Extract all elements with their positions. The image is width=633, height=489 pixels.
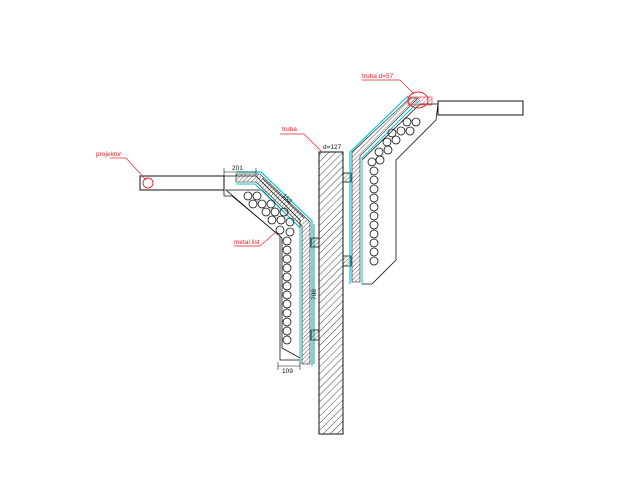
pipe-d57-callout-circle <box>407 91 429 109</box>
label-truba-d57: truba d=57 <box>362 73 394 80</box>
label-projektor: projektor <box>96 151 122 158</box>
projector-icon <box>142 177 154 189</box>
pole-bracket-left-bottom <box>310 329 320 341</box>
pipe-d57-section <box>407 96 433 106</box>
pole-bracket-left-top <box>310 237 320 248</box>
projector-arm-right <box>437 100 524 116</box>
annotation-leaders <box>110 79 415 247</box>
dim-top-width: 201 <box>232 165 243 172</box>
pole-bracket-right-top <box>342 172 352 183</box>
right-insulation-line-inner <box>361 99 421 284</box>
main-pole <box>318 151 344 435</box>
right-insulation-line <box>349 95 409 284</box>
right-cable-bundle <box>367 117 421 266</box>
dim-bottom-width: 109 <box>282 368 293 375</box>
right-housing-outline <box>361 103 439 285</box>
left-cable-bundle <box>243 191 295 345</box>
label-metal-list: metal list <box>234 239 260 246</box>
dim-pole-diameter: d=127 <box>323 144 342 151</box>
dimension-lines-left <box>223 168 315 370</box>
left-insulation-line-inner <box>236 183 301 364</box>
dim-vertical: 708 <box>311 289 318 300</box>
label-truba: truba <box>282 126 297 133</box>
pole-bracket-right-bottom <box>342 255 352 267</box>
left-hatch-layer <box>235 173 311 365</box>
